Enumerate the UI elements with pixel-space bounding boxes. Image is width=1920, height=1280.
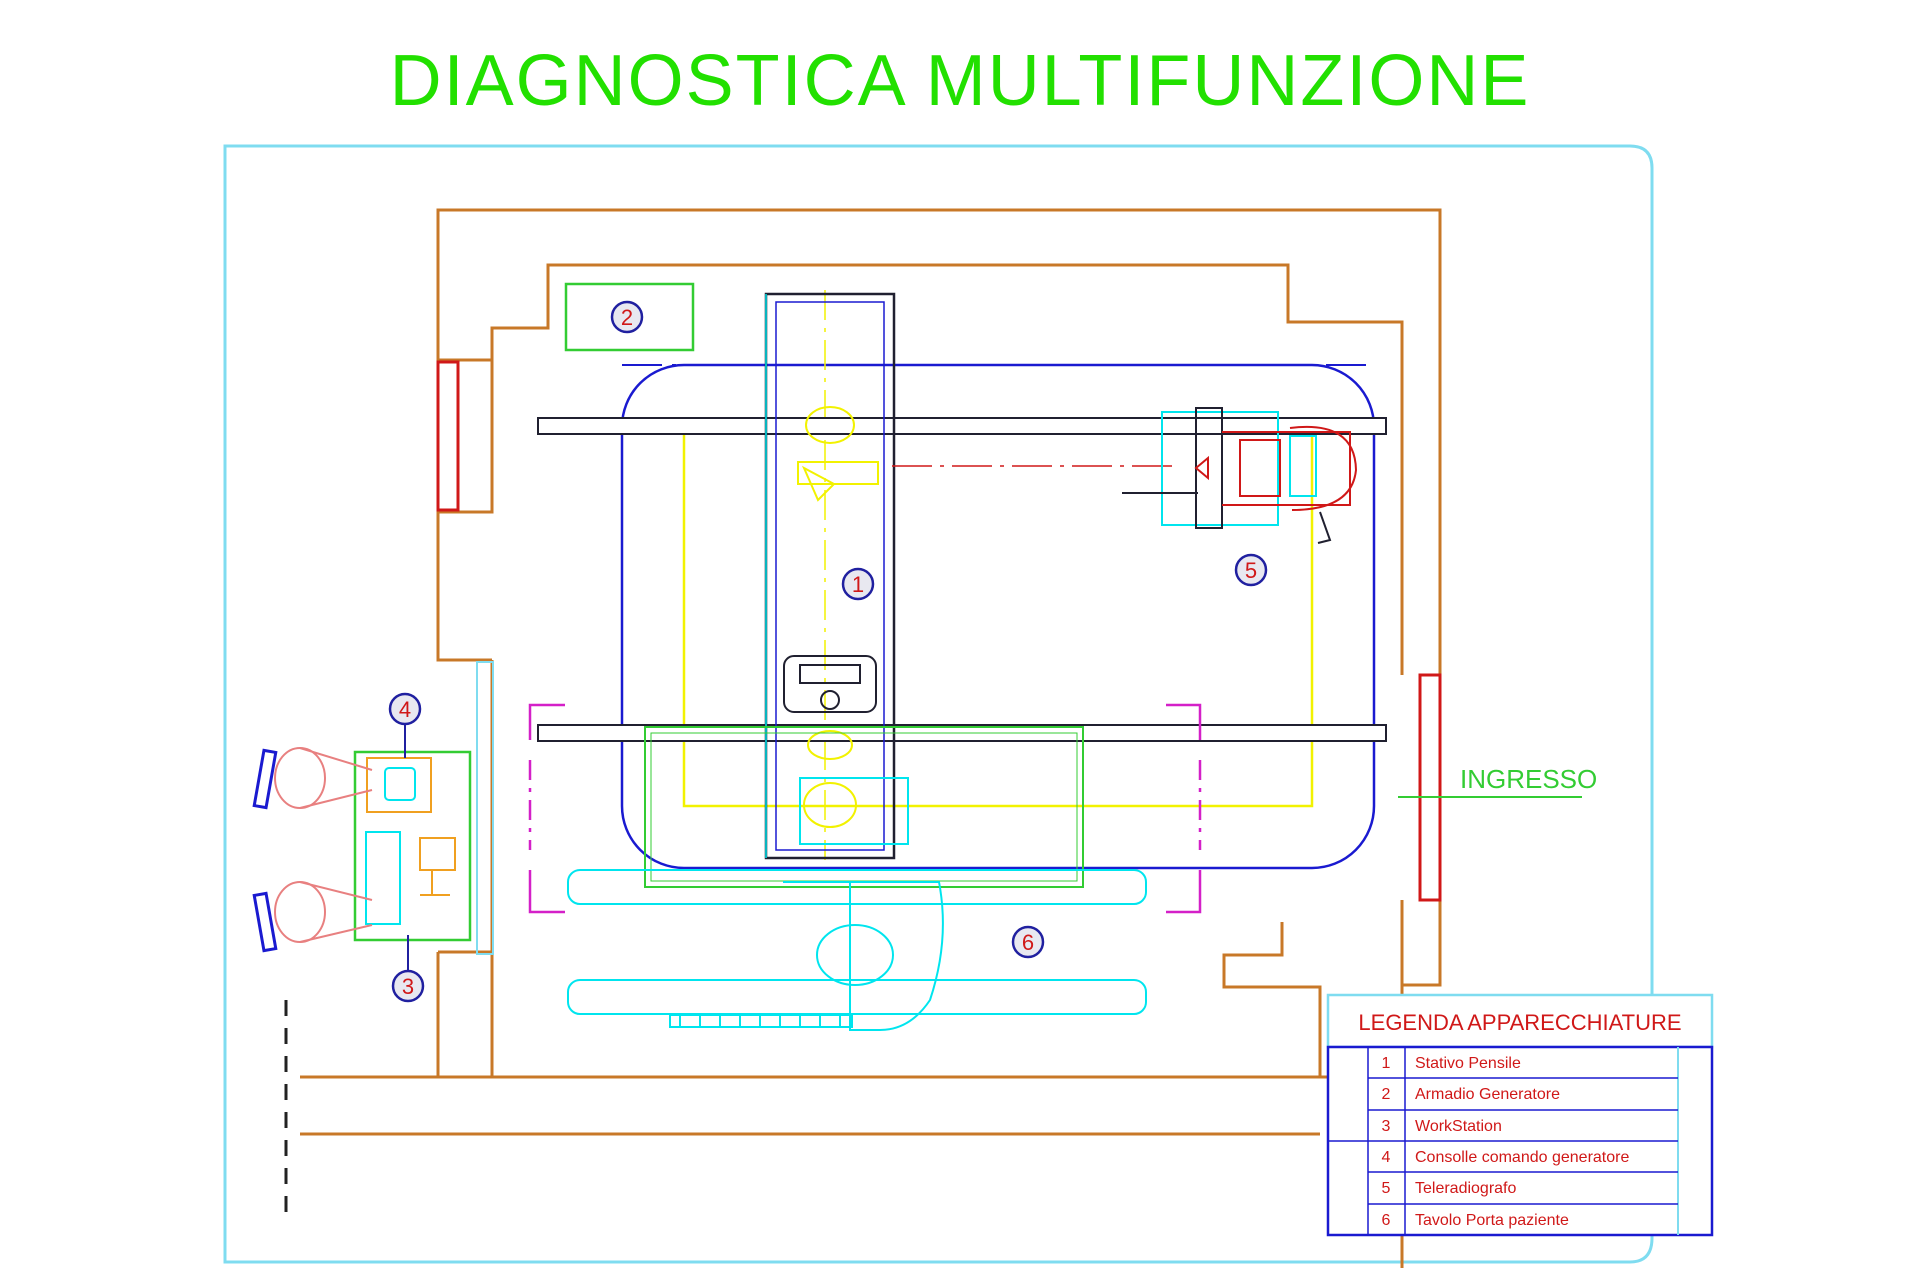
workstation-desk [353, 750, 472, 942]
detector [783, 655, 877, 713]
teleradiograph [1122, 407, 1358, 544]
marker-2-label: 2 [621, 305, 633, 330]
legend-num-6: 6 [1382, 1212, 1391, 1229]
marker-2: 2 [610, 300, 644, 334]
legend-label-5: Teleradiografo [1415, 1180, 1517, 1197]
marker-6: 6 [1011, 925, 1045, 959]
legend: LEGENDA APPARECCHIATURE 1 Stativo Pensil… [1326, 993, 1714, 1237]
right-door [1418, 673, 1442, 902]
legend-num-3: 3 [1382, 1118, 1391, 1135]
marker-4: 4 [388, 692, 422, 726]
legend-num-5: 5 [1382, 1180, 1391, 1197]
marker-1-label: 1 [852, 572, 864, 597]
page-title: DIAGNOSTICA MULTIFUNZIONE [389, 41, 1531, 121]
marker-3: 3 [391, 969, 425, 1003]
legend-label-2: Armadio Generatore [1415, 1086, 1560, 1103]
marker-3-label: 3 [402, 974, 414, 999]
legend-num-2: 2 [1382, 1086, 1391, 1103]
travel-zone [682, 424, 1314, 808]
marker-5: 5 [1234, 553, 1268, 587]
legend-label-6: Tavolo Porta paziente [1415, 1212, 1569, 1229]
stand-column [764, 292, 896, 860]
entrance-label: INGRESSO [1460, 764, 1597, 794]
chairs [252, 748, 278, 953]
partition [476, 661, 494, 955]
legend-num-4: 4 [1382, 1149, 1391, 1166]
ceiling-zone [620, 363, 1376, 870]
marker-5-label: 5 [1245, 558, 1257, 583]
left-window [436, 360, 460, 512]
legend-label-3: WorkStation [1415, 1118, 1502, 1135]
legend-title: LEGENDA APPARECCHIATURE [1358, 1010, 1681, 1035]
patient-table [567, 726, 1147, 1031]
generator-cabinet [564, 282, 695, 352]
legend-label-1: Stativo Pensile [1415, 1055, 1521, 1072]
legend-label-4: Consolle comando generatore [1415, 1149, 1629, 1166]
operators [274, 747, 373, 943]
legend-num-1: 1 [1382, 1055, 1391, 1072]
tube-head [797, 406, 879, 502]
plan-border [223, 144, 1654, 1264]
marker-6-label: 6 [1022, 930, 1034, 955]
marker-1: 1 [841, 567, 875, 601]
marker-4-label: 4 [399, 697, 411, 722]
table-travel-zone [528, 703, 1202, 914]
